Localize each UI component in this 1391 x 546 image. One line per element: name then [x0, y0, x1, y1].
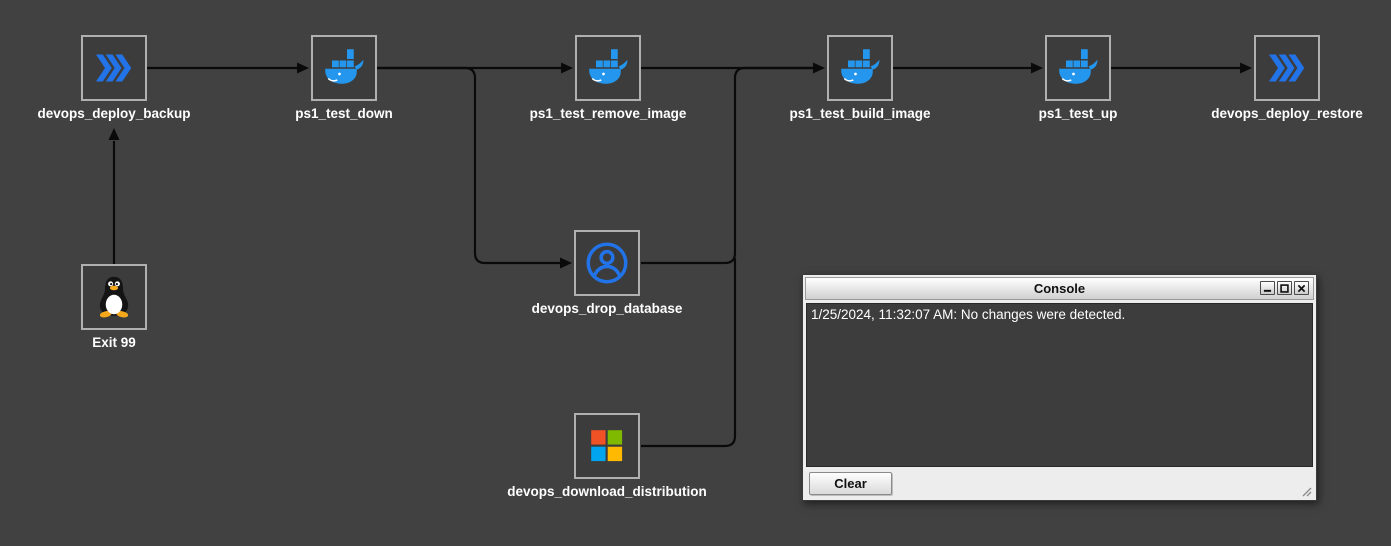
resize-grip-icon	[1302, 487, 1312, 497]
console-log-line: 1/25/2024, 11:32:07 AM: No changes were …	[811, 307, 1126, 322]
resize-grip[interactable]	[1300, 484, 1312, 497]
node-box	[1045, 35, 1111, 101]
node-box	[311, 35, 377, 101]
docker-icon	[841, 49, 880, 84]
console-titlebar[interactable]: Console	[805, 277, 1314, 300]
linux-tux-icon	[99, 276, 129, 318]
microsoft-icon	[591, 430, 623, 462]
console-window: Console 1/25/2024, 11:32:07 AM: No chang…	[802, 274, 1317, 501]
fast-forward-icon	[96, 54, 132, 82]
node-label: Exit 99	[92, 335, 136, 350]
minimize-button[interactable]	[1260, 281, 1275, 295]
window-controls	[1260, 281, 1309, 295]
node-box	[574, 230, 640, 296]
node-ps1_test_remove_image[interactable]: ps1_test_remove_image	[530, 35, 686, 121]
edge-dropdb-to-build	[641, 66, 813, 265]
node-devops_download_distribution[interactable]: devops_download_distribution	[507, 413, 707, 499]
fast-forward-icon	[1269, 54, 1305, 82]
close-button[interactable]	[1294, 281, 1309, 295]
node-label: ps1_test_build_image	[789, 106, 931, 121]
node-devops_deploy_backup[interactable]: devops_deploy_backup	[37, 35, 191, 121]
node-ps1_test_build_image[interactable]: ps1_test_build_image	[789, 35, 931, 121]
console-footer: Clear	[805, 467, 1314, 498]
node-box	[574, 413, 640, 479]
node-label: devops_drop_database	[531, 301, 683, 316]
node-label: ps1_test_down	[295, 106, 393, 121]
arrowheads	[108, 62, 1252, 269]
node-box	[827, 35, 893, 101]
node-box	[575, 35, 641, 101]
console-log-area: 1/25/2024, 11:32:07 AM: No changes were …	[806, 303, 1313, 467]
console-title: Console	[1033, 281, 1086, 296]
docker-icon	[1059, 49, 1098, 84]
node-label: ps1_test_remove_image	[529, 106, 687, 121]
edge-down-to-dropdb	[377, 66, 560, 265]
node-exit-99[interactable]: Exit 99	[81, 264, 147, 350]
node-box	[1254, 35, 1320, 101]
minimize-icon	[1263, 289, 1272, 292]
node-label: devops_deploy_backup	[37, 106, 191, 121]
node-ps1_test_up[interactable]: ps1_test_up	[1039, 35, 1117, 121]
node-box	[81, 35, 147, 101]
maximize-icon	[1280, 283, 1289, 293]
node-label: ps1_test_up	[1038, 106, 1118, 121]
user-circle-icon	[586, 242, 628, 284]
node-label: devops_deploy_restore	[1211, 106, 1363, 121]
close-icon	[1297, 284, 1306, 292]
node-ps1_test_down[interactable]: ps1_test_down	[295, 35, 393, 121]
docker-icon	[325, 49, 364, 84]
node-box	[81, 264, 147, 330]
node-devops_deploy_restore[interactable]: devops_deploy_restore	[1211, 35, 1363, 121]
docker-icon	[589, 49, 628, 84]
node-devops_drop_database[interactable]: devops_drop_database	[532, 230, 682, 316]
edge-download-to-build	[641, 258, 737, 448]
clear-button[interactable]: Clear	[809, 472, 892, 495]
maximize-button[interactable]	[1277, 281, 1292, 295]
node-label: devops_download_distribution	[507, 484, 707, 499]
